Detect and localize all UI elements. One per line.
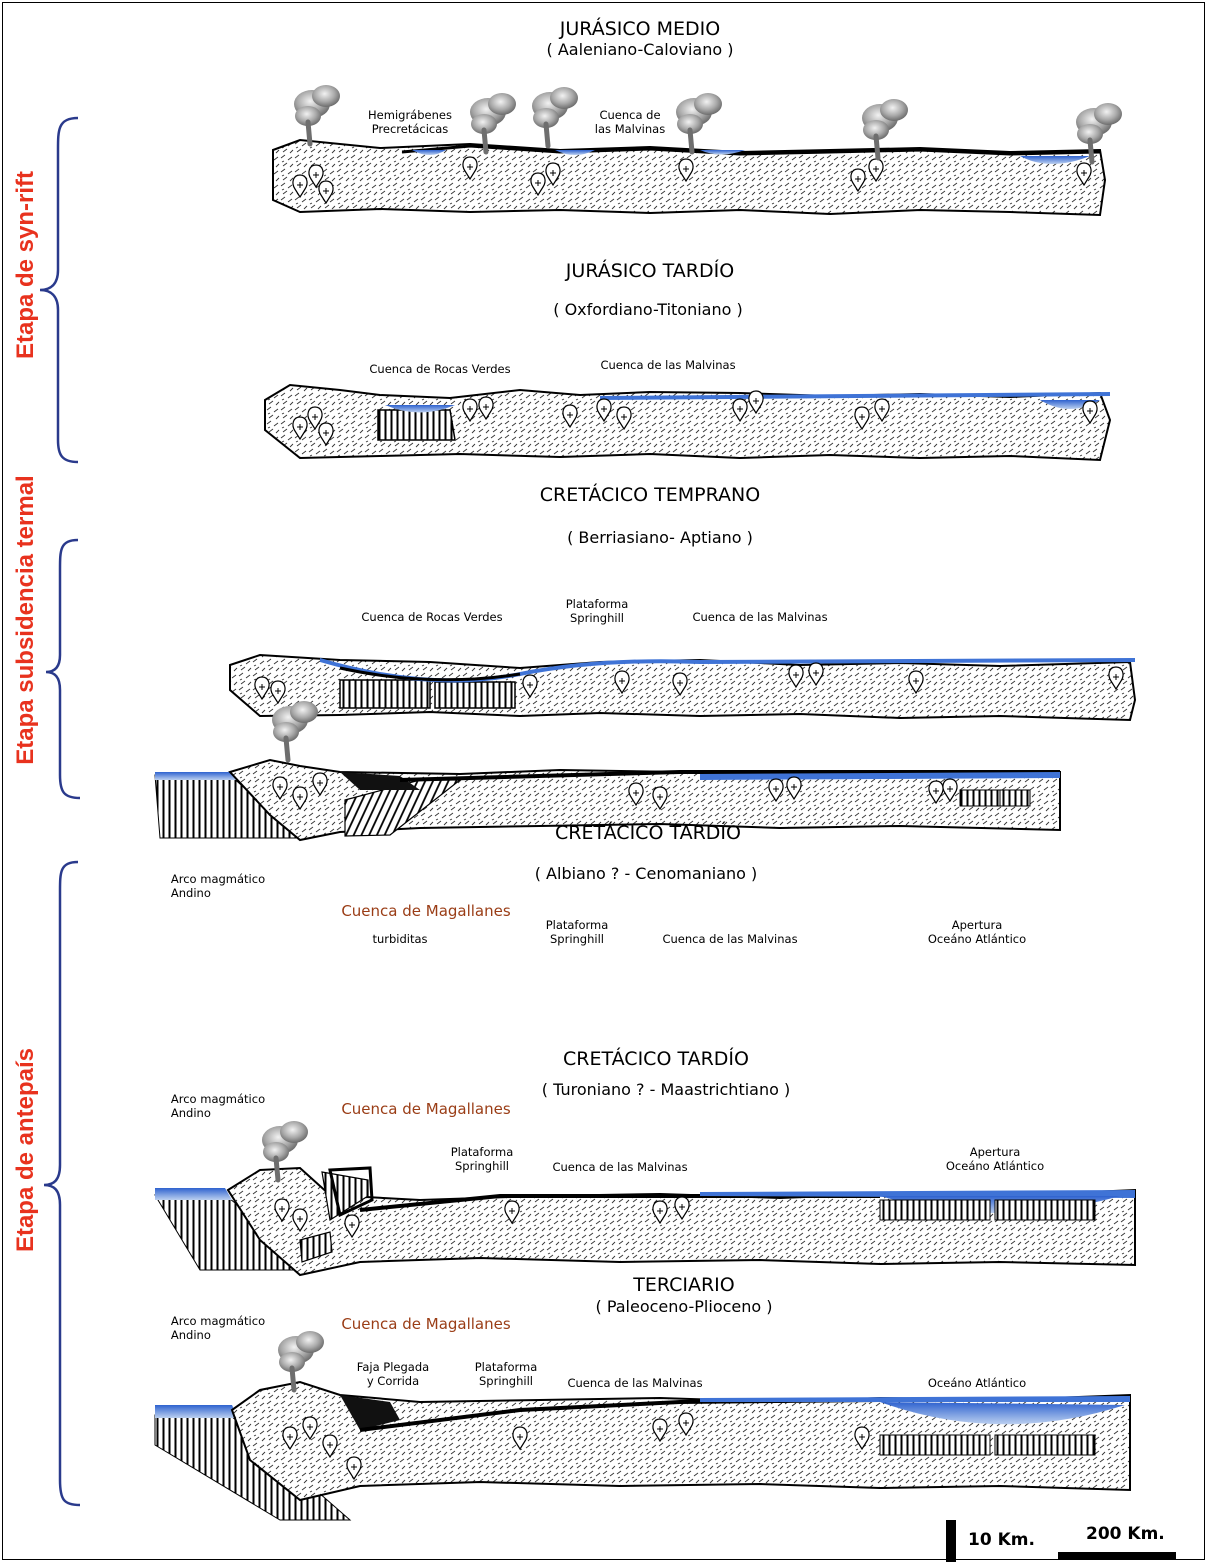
section-5-label-apertura: Apertura Oceáno Atlántico xyxy=(946,1145,1044,1173)
label-line: Andino xyxy=(171,1106,265,1120)
section-1-label-hemigrabenes: Hemigrábenes Precretácicas xyxy=(368,108,452,136)
label-line: Apertura xyxy=(946,1145,1044,1159)
section-2-title: JURÁSICO TARDÍO xyxy=(566,260,734,282)
section-3-label-springhill: Plataforma Springhill xyxy=(566,597,629,625)
section-4-basin-label: Cuenca de Magallanes xyxy=(341,902,510,920)
section-2-cross-section xyxy=(265,385,1110,460)
section-4-label-apertura: Apertura Oceáno Atlántico xyxy=(928,918,1026,946)
section-5-title: CRETÁCICO TARDÍO xyxy=(563,1048,749,1070)
label-line: Springhill xyxy=(475,1374,538,1388)
label-line: Plataforma xyxy=(546,918,609,932)
section-4-label-turbiditas: turbiditas xyxy=(372,932,427,946)
section-5-subtitle: ( Turoniano ? - Maastrichtiano ) xyxy=(542,1080,790,1099)
section-4-subtitle: ( Albiano ? - Cenomaniano ) xyxy=(535,864,758,883)
stage-label-foreland: Etapa de antepaís xyxy=(12,1048,40,1252)
label-line: Springhill xyxy=(451,1159,514,1173)
section-4-label-arco: Arco magmático Andino xyxy=(171,872,265,900)
label-line: Andino xyxy=(171,1328,265,1342)
label-line: Faja Plegada xyxy=(357,1360,429,1374)
section-6-basin-label: Cuenca de Magallanes xyxy=(341,1315,510,1333)
section-6-label-malvinas: Cuenca de las Malvinas xyxy=(567,1376,702,1390)
label-line: Arco magmático xyxy=(171,1314,265,1328)
label-line: Plataforma xyxy=(475,1360,538,1374)
label-line: y Corrida xyxy=(357,1374,429,1388)
section-6-label-faja: Faja Plegada y Corrida xyxy=(357,1360,429,1388)
label-line: Hemigrábenes xyxy=(368,108,452,122)
section-6-label-oceano: Oceáno Atlántico xyxy=(928,1376,1026,1390)
stage-label-thermal: Etapa subsidencia termal xyxy=(12,475,40,764)
vertical-scale-bar xyxy=(946,1520,956,1562)
section-5-label-springhill: Plataforma Springhill xyxy=(451,1145,514,1173)
section-4-label-springhill: Plataforma Springhill xyxy=(546,918,609,946)
section-6-cross-section xyxy=(155,1331,1130,1520)
section-6-title: TERCIARIO xyxy=(633,1274,735,1296)
section-5-label-arco: Arco magmático Andino xyxy=(171,1092,265,1120)
section-4-title: CRETÁCICO TARDÍO xyxy=(555,822,741,844)
section-1-label-malvinas: Cuenca de las Malvinas xyxy=(595,108,665,136)
section-2-label-malvinas: Cuenca de las Malvinas xyxy=(600,358,735,372)
section-3-cross-section xyxy=(230,655,1135,720)
label-line: Springhill xyxy=(566,611,629,625)
label-line: Precretácicas xyxy=(368,122,452,136)
section-5-label-malvinas: Cuenca de las Malvinas xyxy=(552,1160,687,1174)
section-1-subtitle: ( Aaleniano-Caloviano ) xyxy=(547,40,734,59)
section-1-title: JURÁSICO MEDIO xyxy=(560,18,720,40)
section-3-label-malvinas: Cuenca de las Malvinas xyxy=(692,610,827,624)
section-4-cross-section xyxy=(155,701,1060,840)
horizontal-scale-label: 200 Km. xyxy=(1086,1524,1165,1544)
label-line: Cuenca de xyxy=(595,108,665,122)
label-line: Oceáno Atlántico xyxy=(928,932,1026,946)
horizontal-scale-bar xyxy=(1058,1552,1176,1560)
vertical-scale-label: 10 Km. xyxy=(968,1530,1035,1550)
section-4-label-malvinas: Cuenca de las Malvinas xyxy=(662,932,797,946)
section-3-subtitle: ( Berriasiano- Aptiano ) xyxy=(567,528,753,547)
section-6-label-arco: Arco magmático Andino xyxy=(171,1314,265,1342)
label-line: Plataforma xyxy=(566,597,629,611)
bracket-foreland xyxy=(44,862,80,1505)
section-2-subtitle: ( Oxfordiano-Titoniano ) xyxy=(553,300,742,319)
label-line: Apertura xyxy=(928,918,1026,932)
bracket-synrift xyxy=(40,118,78,462)
section-1-cross-section xyxy=(273,85,1122,215)
section-2-label-rocas-verdes: Cuenca de Rocas Verdes xyxy=(369,362,510,376)
section-6-label-springhill: Plataforma Springhill xyxy=(475,1360,538,1388)
stage-label-synrift: Etapa de syn-rift xyxy=(12,171,40,359)
label-line: Oceáno Atlántico xyxy=(946,1159,1044,1173)
label-line: Plataforma xyxy=(451,1145,514,1159)
section-3-label-rocas-verdes: Cuenca de Rocas Verdes xyxy=(361,610,502,624)
section-6-subtitle: ( Paleoceno-Plioceno ) xyxy=(595,1297,772,1316)
section-5-basin-label: Cuenca de Magallanes xyxy=(341,1100,510,1118)
label-line: Andino xyxy=(171,886,265,900)
bracket-thermal xyxy=(46,540,80,798)
section-3-title: CRETÁCICO TEMPRANO xyxy=(540,484,760,506)
label-line: Arco magmático xyxy=(171,1092,265,1106)
label-line: Arco magmático xyxy=(171,872,265,886)
label-line: las Malvinas xyxy=(595,122,665,136)
label-line: Springhill xyxy=(546,932,609,946)
